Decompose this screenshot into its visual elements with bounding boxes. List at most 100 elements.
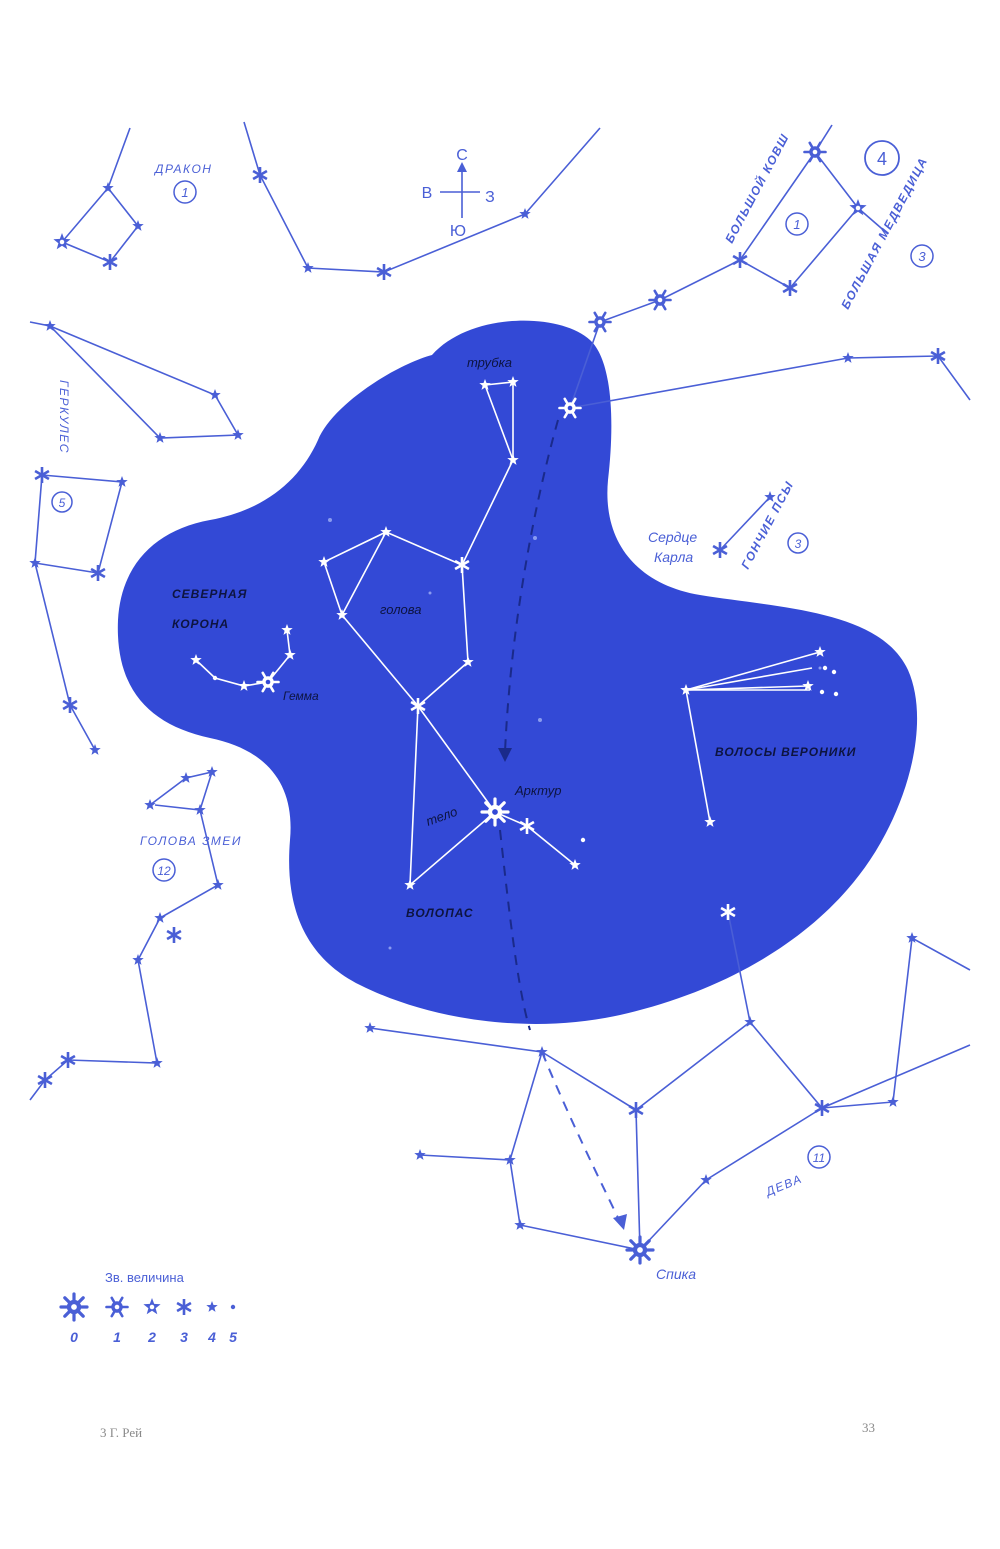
star-mag-4 xyxy=(89,744,101,755)
legend-stars xyxy=(59,1292,236,1322)
star-mag-0 xyxy=(59,1292,89,1322)
label-bootes: ВОЛОПАС xyxy=(406,906,474,920)
badge-draco xyxy=(173,180,197,204)
star-mag-4 xyxy=(479,379,491,390)
legend-mag-4: 4 xyxy=(207,1329,216,1345)
magnitude-legend: Зв. величина 0 1 2 3 4 5 xyxy=(59,1270,237,1345)
compass-west: З xyxy=(485,189,495,206)
badge-serpens-head-number: 12 xyxy=(157,864,171,878)
label-big-dipper: БОЛЬШОЙ КОВШ xyxy=(721,130,793,245)
footer-page-number: 33 xyxy=(862,1420,875,1435)
star-mag-4 xyxy=(116,476,128,487)
star-mag-4 xyxy=(302,262,314,273)
star-mag-3 xyxy=(720,904,736,920)
star-mag-4 xyxy=(151,1057,163,1068)
label-pipe: трубка xyxy=(467,355,512,370)
faint-specks xyxy=(328,518,822,950)
badge-canes-venatici-number: 3 xyxy=(795,537,802,551)
star-mag-4 xyxy=(364,1022,376,1033)
legend-mag-2: 2 xyxy=(147,1329,156,1345)
star-mag-4 xyxy=(462,656,474,667)
star-mag-3 xyxy=(930,348,946,364)
badge-top xyxy=(864,140,900,176)
star-mag-5 xyxy=(819,689,825,695)
label-spica: Спика xyxy=(656,1266,696,1282)
star-mag-4 xyxy=(154,912,166,923)
star-mag-5 xyxy=(831,669,837,675)
compass-north: С xyxy=(456,147,468,164)
star-mag-3 xyxy=(519,818,535,834)
star-mag-3 xyxy=(90,565,106,581)
star-mag-1 xyxy=(256,671,280,693)
badge-virgo xyxy=(807,1145,831,1169)
label-cor-caroli-2: Карла xyxy=(654,549,693,565)
star-mag-5 xyxy=(230,1304,236,1310)
star-mag-4 xyxy=(29,557,41,568)
star-mag-4 xyxy=(906,932,918,943)
label-arcturus: Арктур xyxy=(514,783,561,798)
star-mag-3 xyxy=(62,697,78,713)
badge-hercules xyxy=(51,491,73,513)
star-mag-4 xyxy=(336,609,348,620)
legend-title: Зв. величина xyxy=(105,1270,185,1285)
star-mag-1 xyxy=(105,1296,129,1318)
badge-virgo-number: 11 xyxy=(813,1151,825,1165)
star-mag-4 xyxy=(700,1174,712,1185)
star-mag-1 xyxy=(803,141,827,163)
badge-big-dipper xyxy=(785,212,809,236)
star-mag-4 xyxy=(206,1301,218,1312)
star-mag-2 xyxy=(143,1298,161,1315)
star-mag-4 xyxy=(144,799,156,810)
label-draco: ДРАКОН xyxy=(153,162,212,176)
star-mag-2 xyxy=(849,199,867,216)
star-mag-5 xyxy=(833,691,839,697)
star-mag-3 xyxy=(34,467,50,483)
star-mag-4 xyxy=(414,1149,426,1160)
star-mag-3 xyxy=(410,698,426,714)
star-mag-5 xyxy=(822,665,828,671)
star-mag-1 xyxy=(648,289,672,311)
star-mag-1 xyxy=(558,397,582,419)
star-mag-4 xyxy=(536,1046,548,1057)
star-mag-4 xyxy=(514,1219,526,1230)
badge-big-dipper-number: 1 xyxy=(793,217,800,232)
star-mag-4 xyxy=(504,1154,516,1165)
star-mag-3 xyxy=(628,1102,644,1118)
label-corona-borealis-2: КОРОНА xyxy=(172,617,229,631)
star-mag-5 xyxy=(580,837,586,843)
star-mag-4 xyxy=(180,772,192,783)
star-mag-3 xyxy=(376,264,392,280)
star-mag-3 xyxy=(60,1052,76,1068)
star-mag-4 xyxy=(212,879,224,890)
star-mag-3 xyxy=(102,254,118,270)
badge-hercules-number: 5 xyxy=(59,496,66,510)
label-canes-venatici: ГОНЧИЕ ПСЫ xyxy=(738,478,796,571)
badge-top-number: 4 xyxy=(877,149,887,169)
star-mag-4 xyxy=(154,432,166,443)
star-mag-4 xyxy=(238,680,250,691)
badge-draco-number: 1 xyxy=(181,185,188,200)
label-coma-berenices: ВОЛОСЫ ВЕРОНИКИ xyxy=(715,745,856,759)
star-mag-1 xyxy=(588,311,612,333)
compass-south: Ю xyxy=(450,223,466,240)
star-mag-4 xyxy=(519,208,531,219)
star-mag-4 xyxy=(132,220,144,231)
guide-arrows xyxy=(499,419,621,1223)
star-mag-3 xyxy=(712,542,728,558)
star-mag-3 xyxy=(176,1299,192,1315)
star-mag-4 xyxy=(206,766,218,777)
label-cor-caroli-1: Сердце xyxy=(648,529,697,545)
star-mag-4 xyxy=(814,646,826,657)
label-hercules: ГЕРКУЛЕС xyxy=(57,380,71,454)
star-mag-4 xyxy=(507,376,519,387)
star-mag-3 xyxy=(814,1100,830,1116)
star-mag-2 xyxy=(53,233,71,250)
star-mag-4 xyxy=(744,1016,756,1027)
label-head: голова xyxy=(380,602,422,617)
star-mag-4 xyxy=(404,879,416,890)
label-gemma: Гемма xyxy=(283,689,319,703)
star-mag-4 xyxy=(887,1096,899,1107)
legend-mag-1: 1 xyxy=(113,1329,121,1345)
